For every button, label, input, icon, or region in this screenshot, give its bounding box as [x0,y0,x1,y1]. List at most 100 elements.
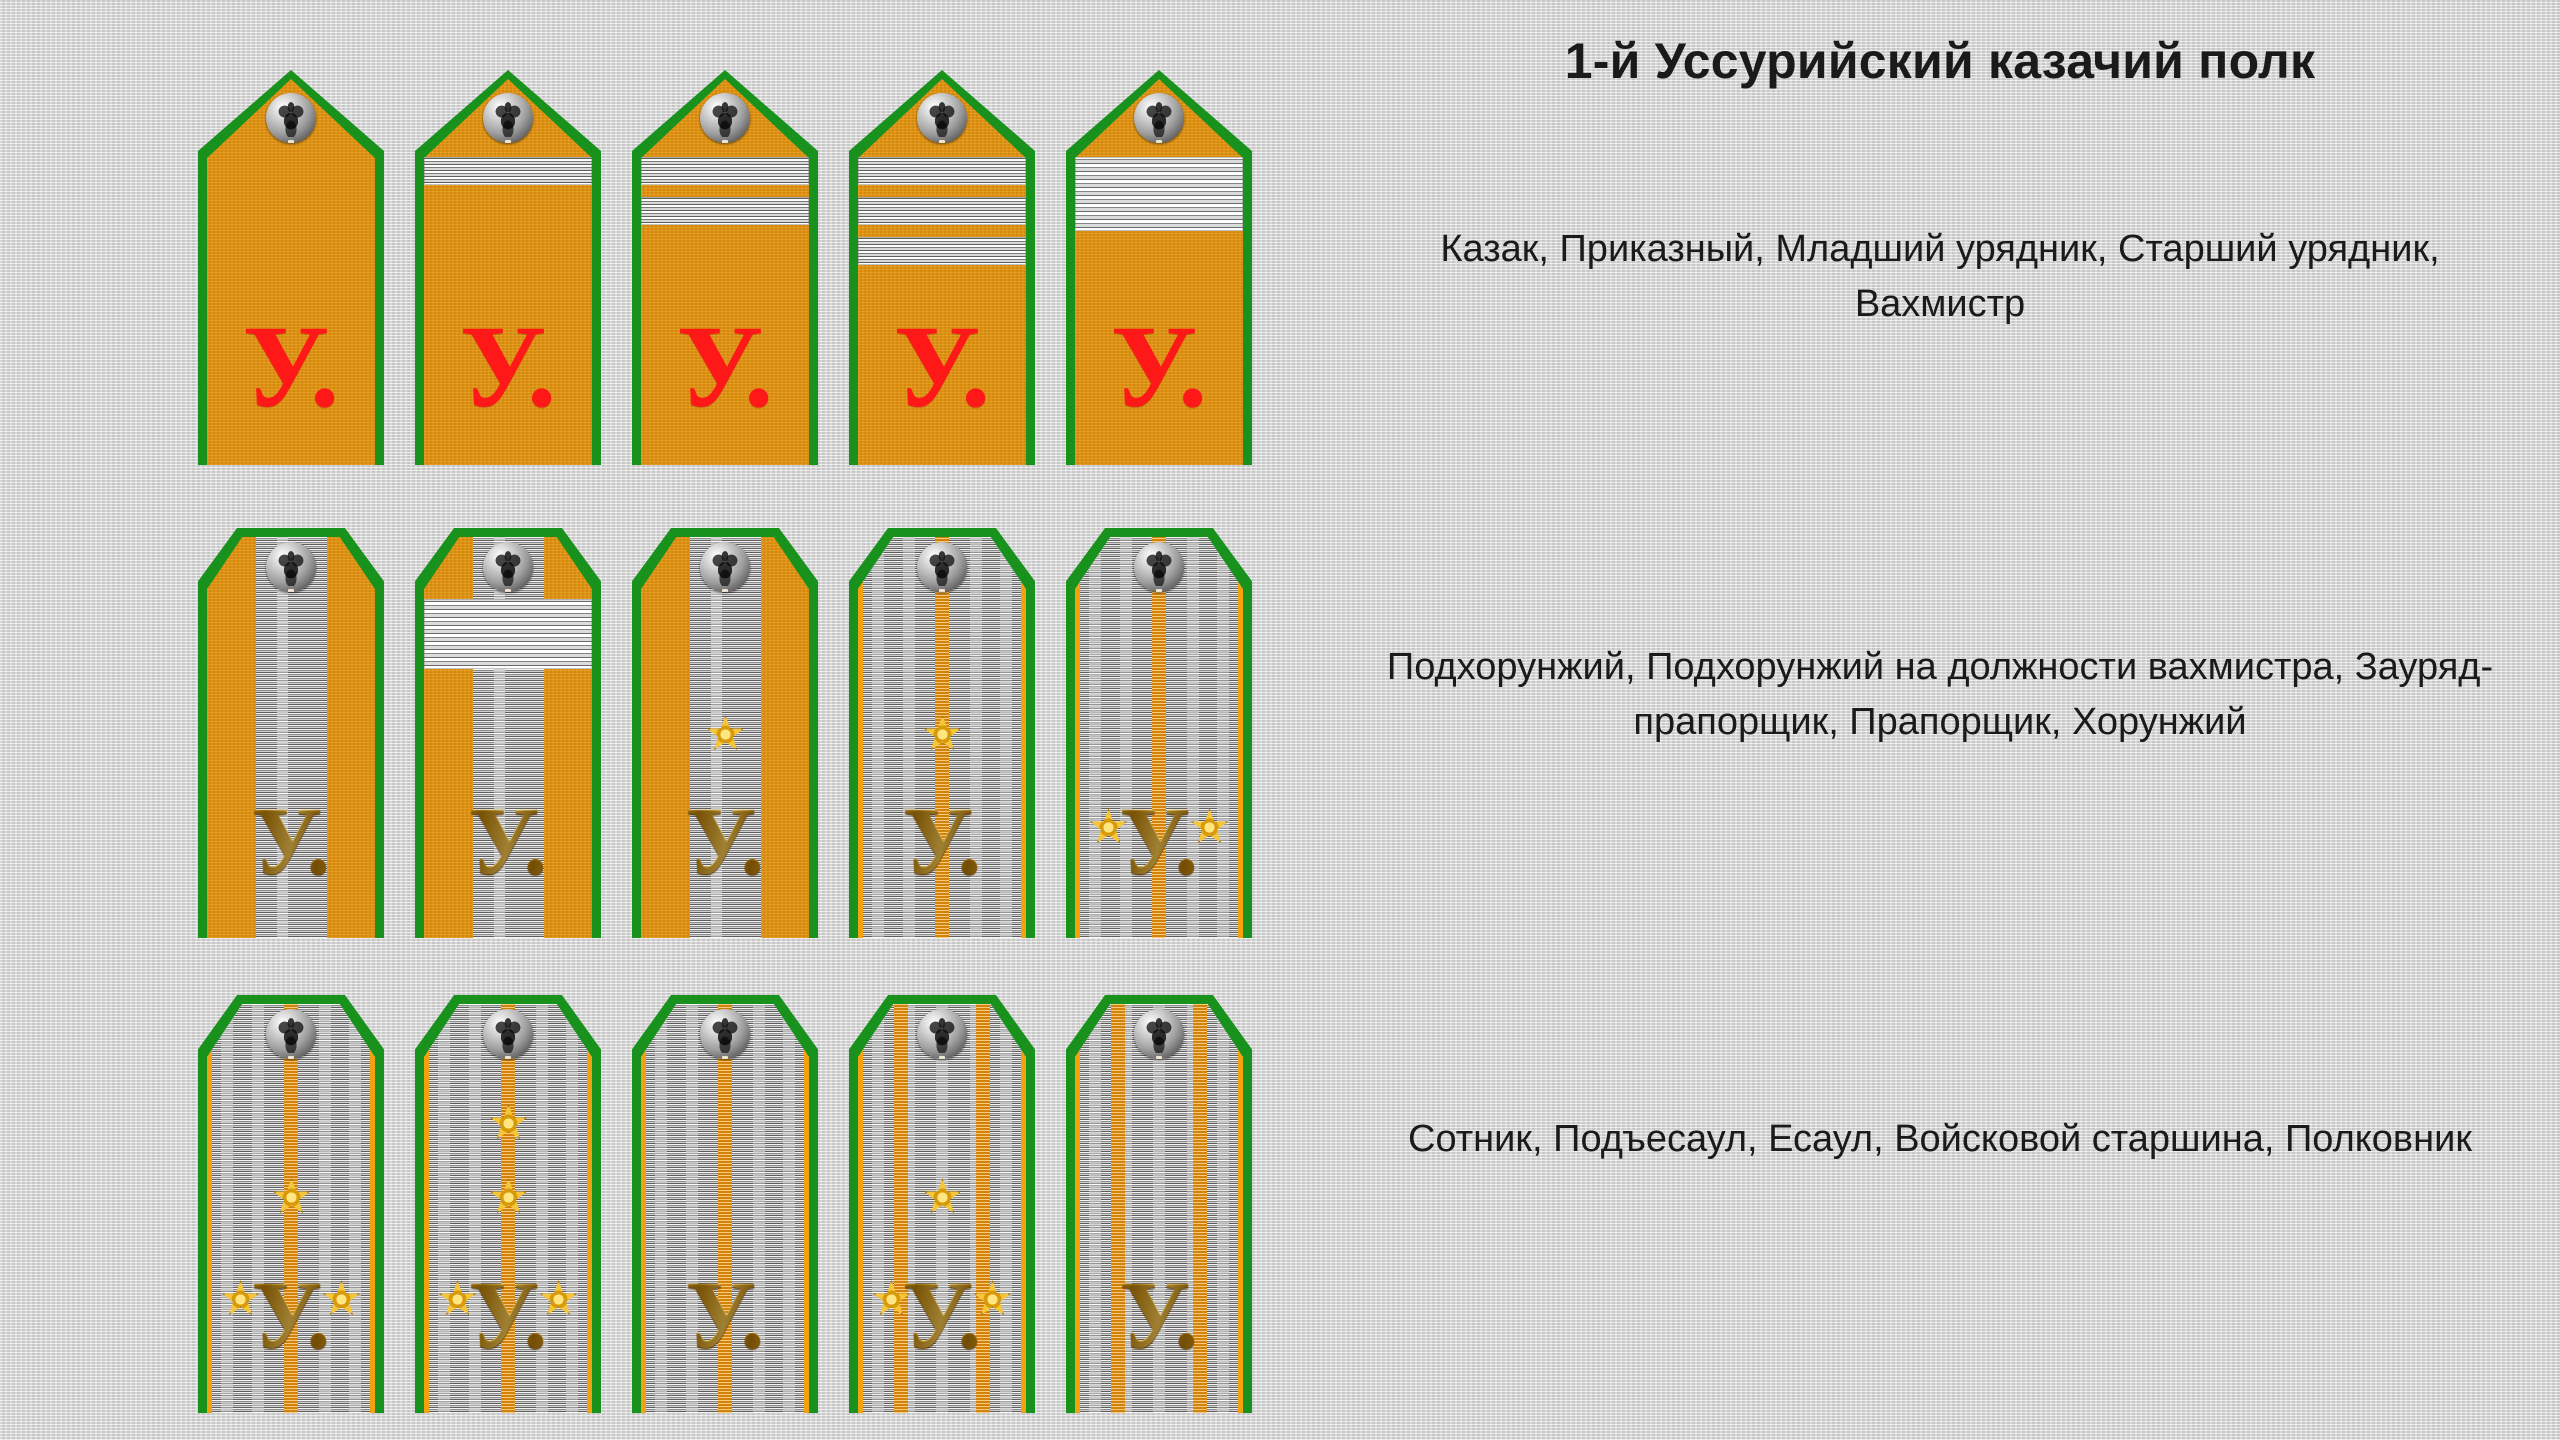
prosvet-stripe [718,1004,732,1413]
board-field: У. [858,537,1026,938]
galloon-highlight-lane [1089,1004,1101,1413]
edge-piping-left [1075,1004,1080,1413]
double-headed-eagle-icon [706,548,744,586]
shoulder-board-esaul[interactable]: У. [632,995,818,1413]
cipher-monogram: У. [1075,1266,1243,1362]
board-field: У. [207,537,375,938]
galloon-highlight-lane [1120,537,1132,938]
shoulder-board-vakhmistr[interactable]: У. [1066,70,1252,465]
button-shank [1156,1056,1162,1059]
imperial-eagle-button [700,542,750,592]
cipher-monogram: У. [641,792,809,888]
board-field: У. [424,537,592,938]
galloon-highlight-lane [536,1004,548,1413]
cipher-monogram: У. [1110,300,1208,432]
button-shank [939,1056,945,1059]
cipher-monogram: У. [207,1266,375,1362]
edge-piping-left [858,537,863,938]
rank-lace-stripe [641,197,809,225]
prosvet-stripe-left [1111,1004,1125,1413]
shoulder-board-podkhorunzhiy[interactable]: У. [198,528,384,938]
shoulder-board-voyskovoy-starshina[interactable]: У. [849,995,1035,1413]
cipher-monogram: У. [893,300,991,432]
double-headed-eagle-icon [706,99,744,137]
button-shank [505,1056,511,1059]
galloon-highlight-lane [469,1004,481,1413]
double-headed-eagle-icon [489,99,527,137]
prosvet-stripe [501,1004,515,1413]
board-field: У. [424,1004,592,1413]
imperial-eagle-button [266,542,316,592]
edge-piping-right [1238,537,1243,938]
button-shank [722,140,728,143]
imperial-eagle-button [917,93,967,143]
edge-piping-left [424,1004,429,1413]
shoulder-board-podyesaul[interactable]: У. [415,995,601,1413]
field-orange [858,79,1026,465]
galloon-highlight-lane [1153,1004,1165,1413]
board-field: У. [1075,1004,1243,1413]
rank-lace-stripe [641,157,809,185]
galloon-highlight-lane [655,1004,667,1413]
edge-piping-right [1021,537,1026,938]
board-field: У. [641,1004,809,1413]
imperial-eagle-button [1134,93,1184,143]
shoulder-board-mladshiy-uryadnik[interactable]: У. [632,70,818,465]
field-orange [207,79,375,465]
double-headed-eagle-icon [923,99,961,137]
imperial-eagle-button [483,1009,533,1059]
shoulder-board-row-senior: У. У. У. У. У. [0,995,1300,1413]
button-shank [288,1056,294,1059]
button-shank [939,140,945,143]
board-field: У. [641,79,809,465]
cipher-monogram: У. [641,1266,809,1362]
double-headed-eagle-icon [489,1015,527,1053]
galloon-highlight-lane [1187,537,1199,938]
shoulder-board-podkhorunzhiy-vakhmistr[interactable]: У. [415,528,601,938]
edge-piping-right [370,1004,375,1413]
galloon-highlight-lane [566,1004,578,1413]
button-shank [939,589,945,592]
edge-piping-left [858,1004,863,1413]
rank-lace-stripe [858,157,1026,185]
button-shank [288,589,294,592]
cipher-monogram: У. [242,300,340,432]
shoulder-board-khorunzhiy[interactable]: У. [1066,528,1252,938]
prosvet-stripe [284,1004,298,1413]
cipher-monogram: У. [1075,792,1243,888]
galloon-highlight-lane [1217,1004,1229,1413]
imperial-eagle-button [266,93,316,143]
edge-piping-right [587,1004,592,1413]
shoulder-board-sotnik[interactable]: У. [198,995,384,1413]
shoulder-board-polkovnik[interactable]: У. [1066,995,1252,1413]
field-orange [641,79,809,465]
shoulder-board-praporshchik[interactable]: У. [849,528,1035,938]
board-field: У. [641,537,809,938]
double-headed-eagle-icon [923,548,961,586]
board-field: У. [207,1004,375,1413]
board-field: У. [858,1004,1026,1413]
rank-lace-wide [424,599,592,669]
shoulder-board-zauryad-praporshchik[interactable]: У. [632,528,818,938]
field-orange [1075,79,1243,465]
board-field: У. [424,79,592,465]
shoulder-board-kazak[interactable]: У. [198,70,384,465]
button-shank [288,140,294,143]
cipher-monogram: У. [858,792,1026,888]
edge-piping-left [1075,537,1080,938]
button-shank [505,140,511,143]
shoulder-board-prikazny[interactable]: У. [415,70,601,465]
shoulder-board-starshiy-uryadnik[interactable]: У. [849,70,1035,465]
edge-piping-left [641,1004,646,1413]
galloon-highlight-lane [349,1004,361,1413]
board-field: У. [858,79,1026,465]
edge-piping-right [1238,1004,1243,1413]
cipher-monogram: У. [424,792,592,888]
button-shank [505,589,511,592]
prosvet-stripe-right [1193,1004,1207,1413]
imperial-eagle-button [483,542,533,592]
button-shank [722,589,728,592]
double-headed-eagle-icon [272,548,310,586]
double-headed-eagle-icon [272,1015,310,1053]
